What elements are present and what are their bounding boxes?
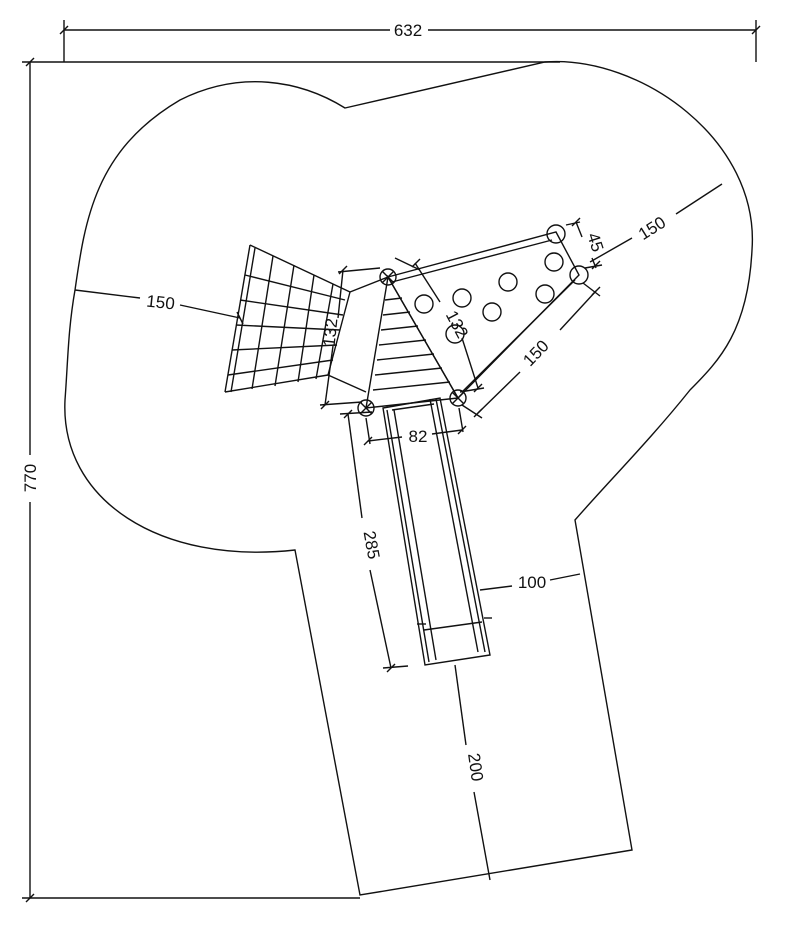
- tower-side-dimension: [395, 258, 484, 392]
- post: [450, 390, 466, 406]
- dimension-labels: 632 770 150 150 150 45 132 132 82 285 10…: [21, 21, 669, 783]
- slide-width-dimension: [364, 408, 466, 445]
- wall-hold: [446, 325, 464, 343]
- wall-hold: [483, 303, 501, 321]
- slide-length-label: 285: [360, 529, 384, 560]
- right-safety-zone-label: 150: [635, 213, 669, 244]
- wall-hold: [536, 285, 554, 303]
- hole-spacing-dimension: [566, 218, 602, 269]
- overall-height-dimension: [22, 58, 560, 902]
- post: [358, 400, 374, 416]
- wall-hold: [570, 266, 588, 284]
- tower-depth-dimension: [320, 266, 380, 409]
- deck-edge-label: 150: [519, 336, 552, 370]
- safety-zone-outline: [65, 62, 753, 895]
- safety-distance-lines: [75, 184, 722, 880]
- slide-width-label: 82: [409, 427, 428, 446]
- climbing-wall: [388, 225, 588, 398]
- slide-runout-label: 200: [464, 752, 487, 783]
- overall-height-label: 770: [21, 464, 40, 492]
- slide: [383, 398, 492, 665]
- overall-width-label: 632: [394, 21, 422, 40]
- climbing-net: [225, 245, 388, 392]
- wall-hold: [415, 295, 433, 313]
- tower-platform: [366, 277, 458, 408]
- tower-depth-label: 132: [320, 317, 342, 347]
- overall-width-dimension: [60, 20, 760, 62]
- wall-hold: [499, 273, 517, 291]
- wall-hold: [547, 225, 565, 243]
- wall-hold: [545, 253, 563, 271]
- slide-length-dimension: [340, 410, 408, 672]
- deck-edge-dimension: [462, 283, 600, 418]
- slide-zone-width-label: 100: [518, 573, 546, 592]
- hole-spacing-label: 45: [583, 230, 607, 254]
- wall-hold: [453, 289, 471, 307]
- tower-posts: [358, 269, 466, 416]
- left-safety-zone-label: 150: [145, 292, 175, 314]
- post: [380, 269, 396, 285]
